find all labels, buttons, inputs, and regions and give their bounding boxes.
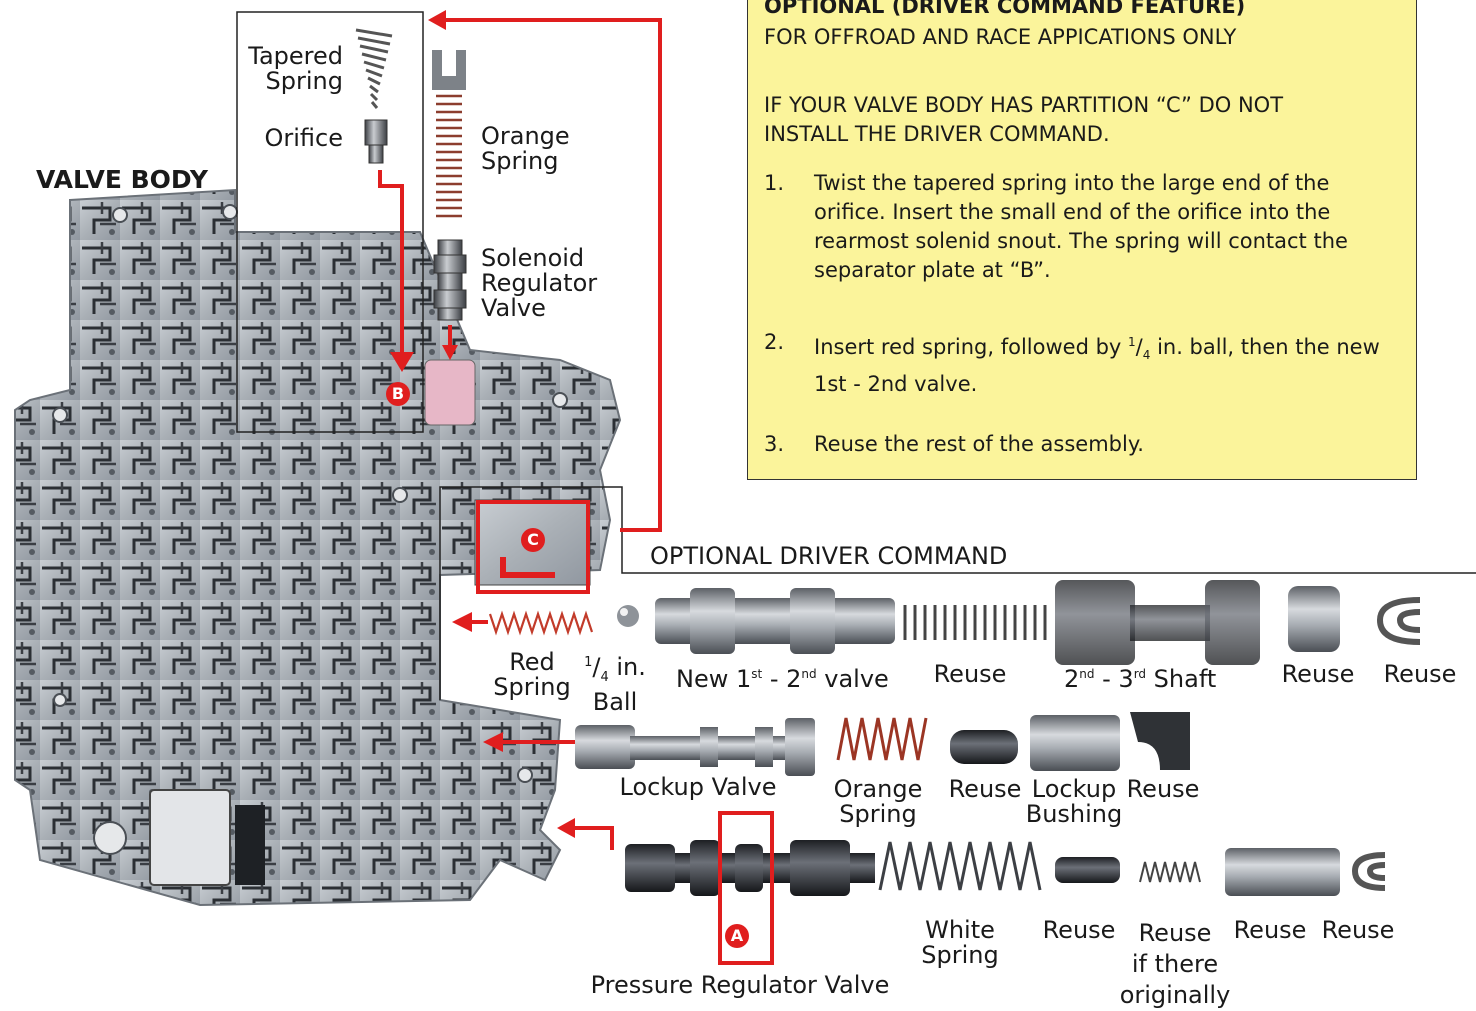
pressure-reuse-label-2: Reuse: [1225, 918, 1315, 943]
pressure-reuse-label-1: Reuse: [1034, 918, 1124, 943]
instructions-note: OPTIONAL (DRIVER COMMAND FEATURE) FOR OF…: [747, 0, 1417, 480]
note-step-1: 1.Twist the tapered spring into the larg…: [764, 169, 1394, 285]
lockup-reuse-label-2: Reuse: [1118, 777, 1208, 802]
reuse-label-2: Reuse: [1278, 662, 1358, 687]
note-warning: IF YOUR VALVE BODY HAS PARTITION “C” DO …: [764, 91, 1364, 149]
reuse-label-1: Reuse: [925, 662, 1015, 687]
marker-c: C: [521, 528, 545, 552]
valve-body-heading: VALVE BODY: [36, 167, 208, 192]
marker-b: B: [386, 382, 410, 406]
pressure-regulator-valve-label: Pressure Regulator Valve: [580, 973, 900, 998]
new-1st-2nd-valve-label: New 1st - 2nd valve: [676, 662, 889, 692]
note-title: OPTIONAL (DRIVER COMMAND FEATURE): [764, 0, 1245, 18]
reuse-label-3: Reuse: [1375, 662, 1465, 687]
lockup-orange-spring-part: [838, 718, 926, 760]
white-spring-part: [880, 842, 1040, 890]
pressure-reuse-label-3: Reuse: [1313, 918, 1403, 943]
marker-a: A: [725, 924, 749, 948]
lockup-reuse-label-1: Reuse: [940, 777, 1030, 802]
quarter-ball-label: 1/4 in. Ball: [570, 650, 660, 715]
red-spring-part: [490, 614, 592, 632]
2nd-3rd-shaft-label: 2nd - 3rd Shaft: [1064, 662, 1216, 692]
note-step-3: 3.Reuse the rest of the assembly.: [764, 430, 1394, 459]
note-subtitle: FOR OFFROAD AND RACE APPICATIONS ONLY: [764, 25, 1236, 49]
note-step-2: 2. Insert red spring, followed by 1/4 in…: [764, 328, 1394, 399]
lockup-valve-label: Lockup Valve: [608, 775, 788, 800]
tapered-spring-part: [356, 30, 392, 108]
orifice-label: Orifice: [246, 126, 343, 151]
driver-command-title: OPTIONAL DRIVER COMMAND: [650, 544, 1007, 569]
